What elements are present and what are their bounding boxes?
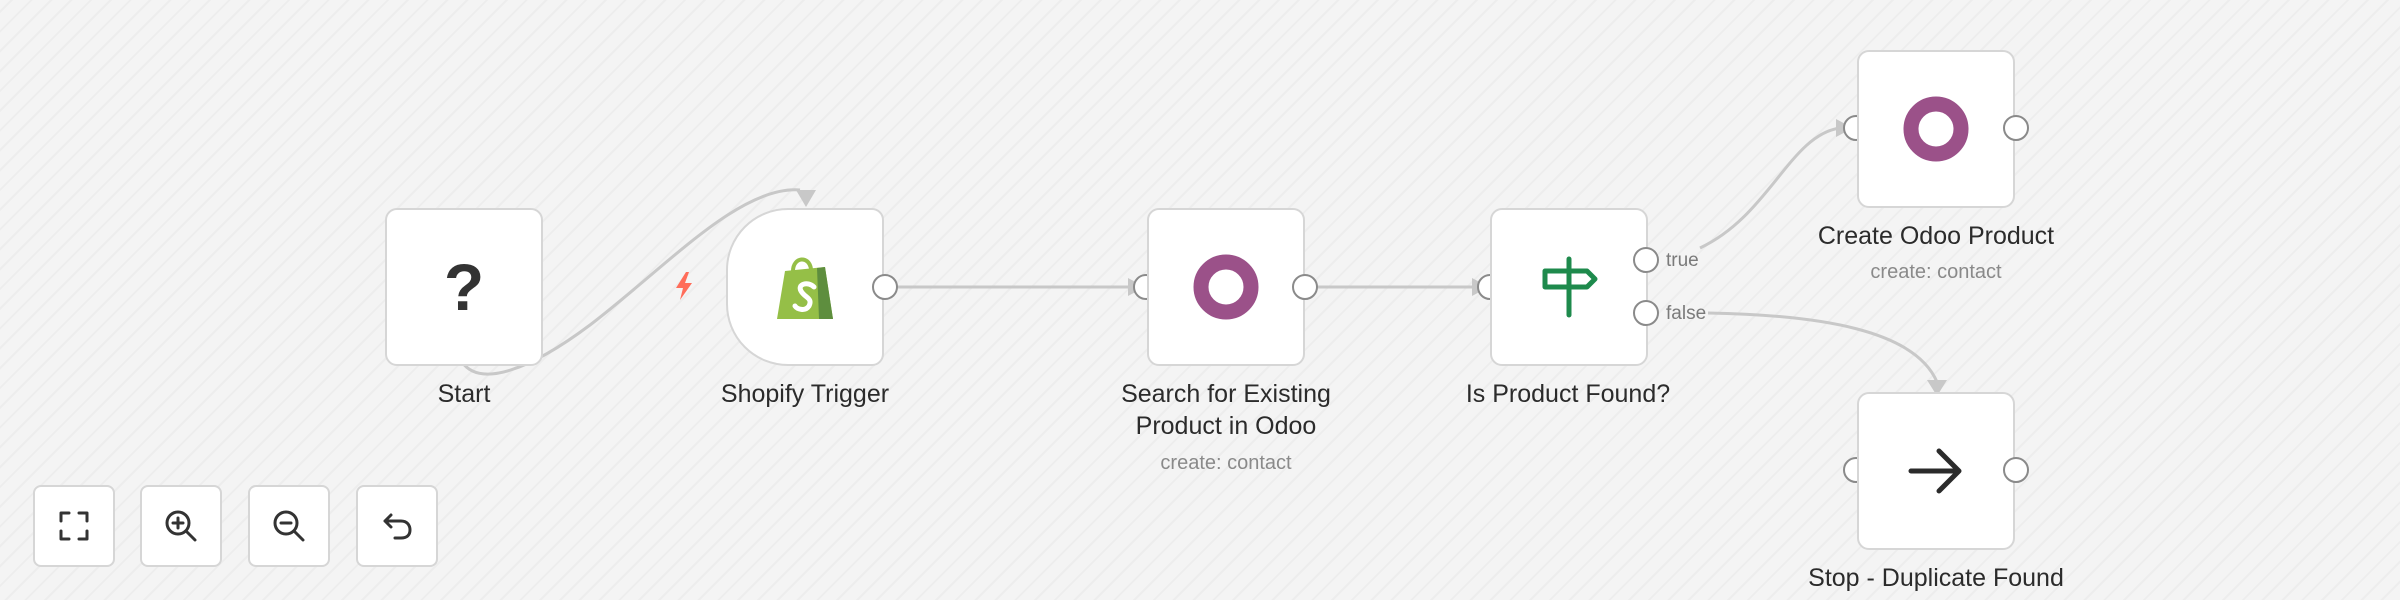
- undo-icon: [383, 513, 412, 540]
- zoom-out-icon: [273, 510, 305, 542]
- stop-duplicate-label: Stop - Duplicate Found: [1808, 564, 2064, 592]
- trigger-bolt-icon: [676, 272, 692, 300]
- shopify-icon: [777, 257, 833, 319]
- start-node-label: Start: [437, 380, 491, 408]
- create-odoo-subtitle: create: contact: [1870, 261, 2002, 283]
- search-odoo-subtitle: create: contact: [1160, 452, 1292, 474]
- search-odoo-label: Search for Existing Product in Odoo: [1121, 380, 1331, 440]
- switch-false-handle[interactable]: [1633, 300, 1659, 326]
- fullscreen-icon: [59, 511, 89, 541]
- true-branch-label: true: [1666, 250, 1699, 271]
- arrow-right-icon: [1908, 448, 1962, 494]
- connection-false-to-stop: [1707, 311, 1939, 383]
- create-output-handle[interactable]: [2003, 115, 2029, 141]
- connection-arrowhead: [796, 190, 816, 207]
- fit-view-button[interactable]: [33, 485, 115, 567]
- is-found-label: Is Product Found?: [1465, 380, 1671, 408]
- reset-button[interactable]: [356, 485, 438, 567]
- odoo-icon: [1193, 254, 1259, 320]
- switch-true-handle[interactable]: [1633, 247, 1659, 273]
- false-branch-label: false: [1666, 303, 1707, 324]
- shopify-trigger-label: Shopify Trigger: [720, 380, 890, 408]
- is-found-node[interactable]: [1490, 208, 1648, 366]
- search-output-handle[interactable]: [1292, 274, 1318, 300]
- search-odoo-node[interactable]: [1147, 208, 1305, 366]
- stop-duplicate-node[interactable]: [1857, 392, 2015, 550]
- shopify-trigger-node[interactable]: [726, 208, 884, 366]
- create-odoo-label: Create Odoo Product: [1817, 222, 2055, 250]
- zoom-in-button[interactable]: [140, 485, 222, 567]
- stop-output-handle[interactable]: [2003, 457, 2029, 483]
- start-node[interactable]: ?: [385, 208, 543, 366]
- question-icon: ?: [443, 250, 485, 324]
- zoom-out-button[interactable]: [248, 485, 330, 567]
- odoo-icon: [1903, 96, 1969, 162]
- zoom-in-icon: [165, 510, 197, 542]
- signpost-icon: [1542, 256, 1598, 318]
- shopify-output-handle[interactable]: [872, 274, 898, 300]
- create-odoo-node[interactable]: [1857, 50, 2015, 208]
